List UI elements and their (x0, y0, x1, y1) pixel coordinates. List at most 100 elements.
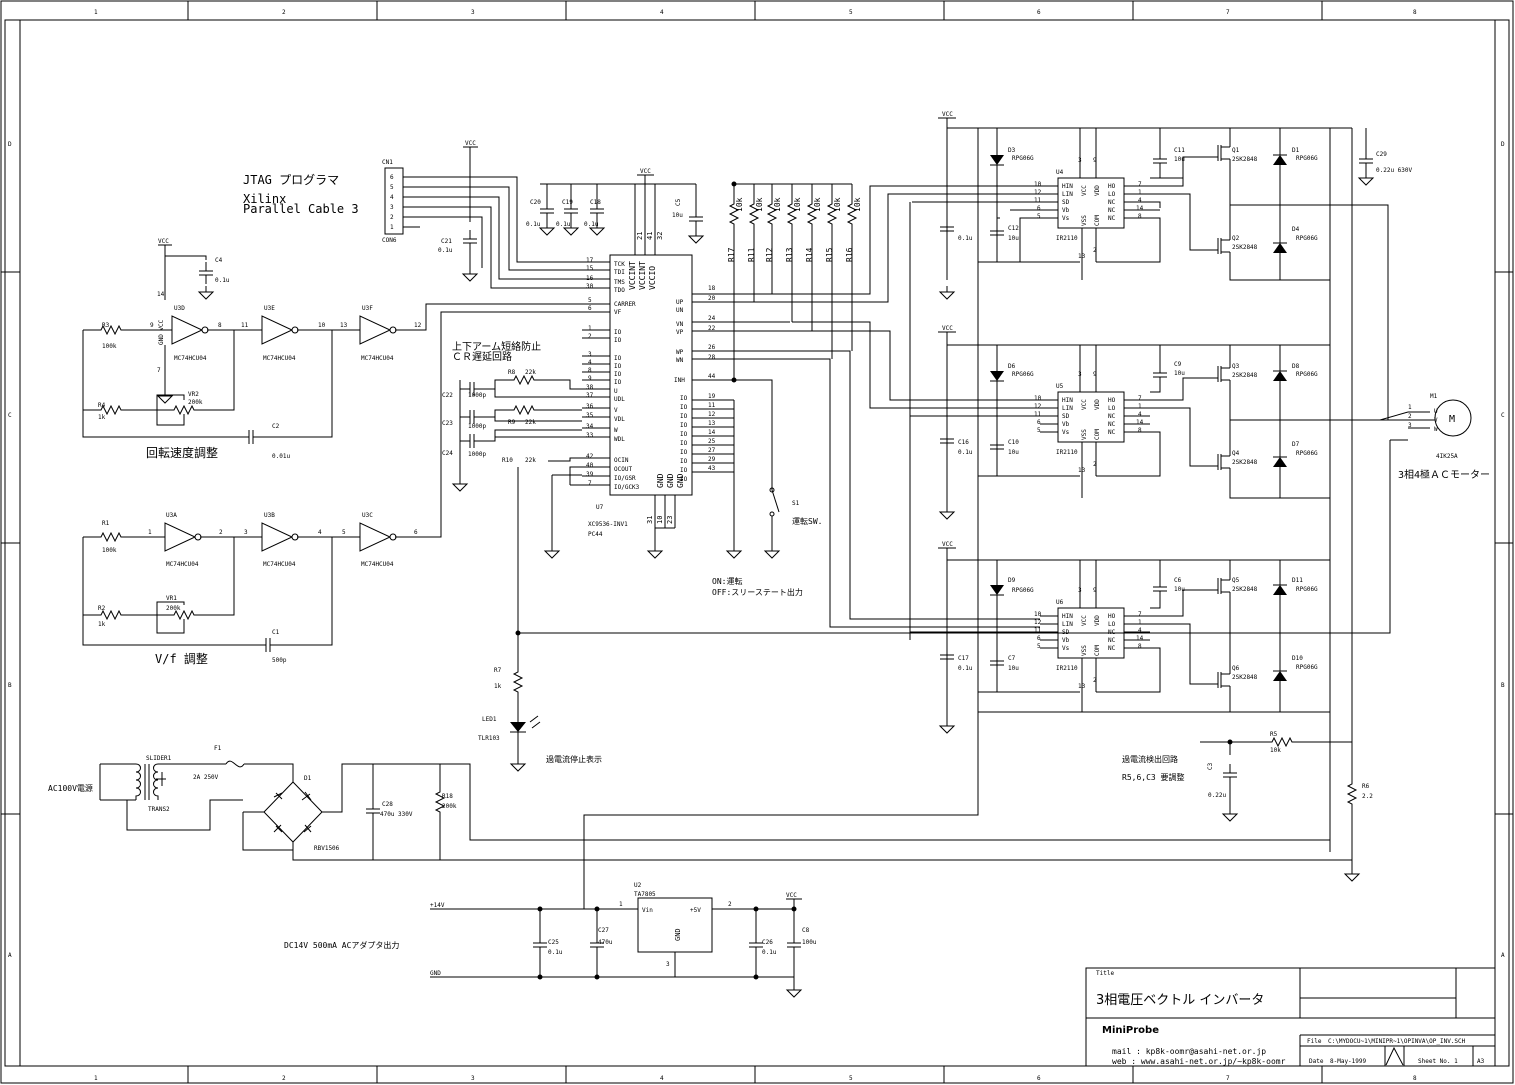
col-label: 5 (849, 9, 853, 16)
svg-text:R9: R9 (508, 419, 516, 426)
file-path: C:\MYDOCU~1\MINIPR~1\OPINVA\OP_INV.SCH (1328, 1038, 1466, 1045)
svg-text:14: 14 (708, 429, 716, 436)
svg-text:18: 18 (708, 285, 716, 292)
svg-text:0.1u: 0.1u (958, 235, 973, 242)
svg-text:10u: 10u (1008, 235, 1019, 242)
svg-text:C26: C26 (762, 939, 773, 946)
svg-text:30: 30 (586, 283, 594, 290)
svg-text:VCC: VCC (942, 541, 953, 548)
svg-text:41: 41 (646, 232, 654, 240)
svg-text:Vin: Vin (642, 907, 653, 914)
svg-text:11: 11 (708, 402, 716, 409)
svg-text:M1: M1 (1430, 393, 1438, 400)
svg-text:C4: C4 (215, 257, 223, 264)
svg-text:6: 6 (1037, 419, 1041, 426)
svg-text:COM: COM (1094, 215, 1101, 226)
dc14-note: DC14V 500mA ACアダプタ出力 (284, 940, 399, 950)
svg-text:2A 250V: 2A 250V (193, 774, 219, 781)
svg-text:470u 330V: 470u 330V (380, 811, 413, 818)
svg-text:IO: IO (614, 337, 622, 344)
svg-text:NC: NC (1108, 199, 1116, 206)
svg-text:17: 17 (586, 257, 594, 264)
ocd-adjust-note: R5,6,C3 要調整 (1122, 772, 1185, 782)
off-tristate-note: OFF:スリーステート出力 (712, 587, 803, 597)
row-label: D (1501, 141, 1505, 148)
svg-text:9: 9 (588, 375, 592, 382)
svg-text:R13: R13 (785, 247, 794, 262)
svg-text:VCC: VCC (1081, 185, 1088, 196)
svg-text:13: 13 (708, 420, 716, 427)
svg-text:R4: R4 (98, 402, 106, 409)
svg-text:3: 3 (666, 961, 670, 968)
svg-text:SD: SD (1062, 199, 1070, 206)
svg-text:Q6: Q6 (1232, 665, 1240, 672)
svg-text:MC74HCU04: MC74HCU04 (174, 355, 207, 362)
svg-text:10u: 10u (1174, 156, 1185, 163)
company-name: MiniProbe (1102, 1025, 1159, 1036)
svg-text:HIN: HIN (1062, 613, 1073, 620)
svg-text:8: 8 (588, 367, 592, 374)
svg-text:+5V: +5V (690, 907, 701, 914)
svg-text:1: 1 (148, 529, 152, 536)
svg-text:D8: D8 (1292, 363, 1300, 370)
svg-text:VCC: VCC (942, 325, 953, 332)
svg-text:6: 6 (1037, 635, 1041, 642)
svg-text:D10: D10 (1292, 655, 1303, 662)
gate-driver-u5: VCC C16 0.1u D6 RPG06G C10 10u U5 IR2110… (792, 321, 1408, 520)
svg-text:LIN: LIN (1062, 191, 1073, 198)
svg-text:R3: R3 (102, 322, 110, 329)
col-label: 7 (1226, 9, 1230, 16)
svg-text:U: U (614, 388, 618, 395)
gate-driver-u6: VCC C17 0.1u D9 RPG06G C7 10u U6 IR2110 … (909, 202, 1390, 734)
svg-text:RPG06G: RPG06G (1296, 371, 1318, 378)
svg-text:LIN: LIN (1062, 405, 1073, 412)
svg-text:UP: UP (676, 299, 684, 306)
svg-text:M: M (1449, 414, 1455, 425)
svg-text:R10: R10 (502, 457, 513, 464)
svg-text:C29: C29 (1376, 151, 1387, 158)
svg-text:40: 40 (586, 462, 594, 469)
svg-text:10u: 10u (1008, 449, 1019, 456)
svg-text:C7: C7 (1008, 655, 1016, 662)
svg-text:MC74HCU04: MC74HCU04 (166, 561, 199, 568)
row-label: D (8, 141, 12, 148)
svg-text:31: 31 (646, 516, 654, 524)
svg-text:D7: D7 (1292, 441, 1300, 448)
svg-text:1000p: 1000p (468, 423, 486, 430)
svg-text:VN: VN (676, 321, 684, 328)
deadtime-note-2: ＣＲ遅延回路 (452, 350, 512, 363)
svg-text:10k: 10k (1270, 747, 1281, 754)
svg-text:OCIN: OCIN (614, 457, 629, 464)
svg-text:13: 13 (340, 322, 348, 329)
svg-text:1k: 1k (98, 621, 106, 628)
svg-text:IO: IO (680, 458, 688, 465)
svg-text:4: 4 (318, 529, 322, 536)
svg-text:11: 11 (1034, 627, 1042, 634)
svg-text:1: 1 (1408, 404, 1412, 411)
svg-text:IO: IO (680, 440, 688, 447)
svg-text:14: 14 (1136, 635, 1144, 642)
svg-text:HO: HO (1108, 183, 1116, 190)
svg-text:GND: GND (666, 473, 675, 488)
svg-text:R5: R5 (1270, 731, 1278, 738)
web-address: web : www.asahi-net.or.jp/~kp8k-oomr (1112, 1057, 1286, 1066)
svg-text:F1: F1 (214, 745, 222, 752)
svg-text:10: 10 (1034, 181, 1042, 188)
overcurrent-detect: R5 10k C3 0.22u R6 2.2 過電流検出回路 R5,6,C3 要… (583, 262, 1373, 905)
svg-text:VCC: VCC (1081, 615, 1088, 626)
svg-text:Vb: Vb (1062, 421, 1070, 428)
svg-text:VDD: VDD (1094, 615, 1101, 626)
svg-text:0.1u: 0.1u (438, 247, 453, 254)
title-label: Title (1096, 970, 1114, 977)
svg-text:TA7805: TA7805 (634, 891, 656, 898)
svg-text:C21: C21 (441, 238, 452, 245)
row-label: B (1501, 682, 1505, 689)
svg-text:19: 19 (708, 393, 716, 400)
svg-text:2SK2848: 2SK2848 (1232, 244, 1258, 251)
svg-text:TMS: TMS (614, 279, 625, 286)
svg-text:1: 1 (1138, 619, 1142, 626)
svg-text:IR2110: IR2110 (1056, 235, 1078, 242)
ac100-note: AC100V電源 (48, 784, 93, 793)
row-label: A (1501, 952, 1505, 959)
svg-text:U3D: U3D (174, 305, 185, 312)
